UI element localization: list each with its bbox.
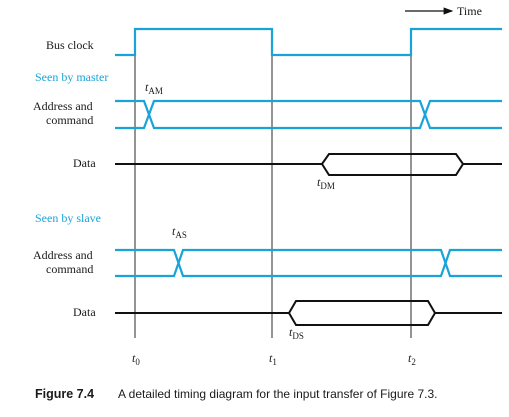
master-address-command-waveform: [115, 99, 502, 130]
bus-clock-label: Bus clock: [46, 38, 94, 52]
master-tam-label: tAM: [145, 80, 163, 96]
time-mark-t2: t2: [408, 351, 416, 367]
time-mark-t0: t0: [132, 351, 140, 367]
time-label: Time: [457, 4, 482, 18]
master-tdm-label: tDM: [317, 175, 335, 191]
seen-by-master-label: Seen by master: [35, 70, 108, 84]
slave-tas-label: tAS: [172, 224, 187, 240]
bus-clock-waveform: [115, 27, 502, 57]
slave-address-command-waveform: [115, 248, 502, 278]
slave-address-command-label: Address and command: [33, 248, 96, 276]
master-data-label: Data: [73, 156, 96, 170]
slave-tds-label: tDS: [289, 325, 304, 341]
caption-text: A detailed timing diagram for the input …: [118, 387, 438, 401]
time-mark-t1: t1: [269, 351, 277, 367]
seen-by-slave-label: Seen by slave: [35, 211, 101, 225]
caption-figure-number: Figure 7.4: [35, 387, 94, 401]
master-address-command-label: Address and command: [33, 99, 96, 127]
slave-data-label: Data: [73, 305, 96, 319]
slave-data-waveform: [115, 300, 502, 326]
master-data-waveform: [115, 153, 502, 176]
